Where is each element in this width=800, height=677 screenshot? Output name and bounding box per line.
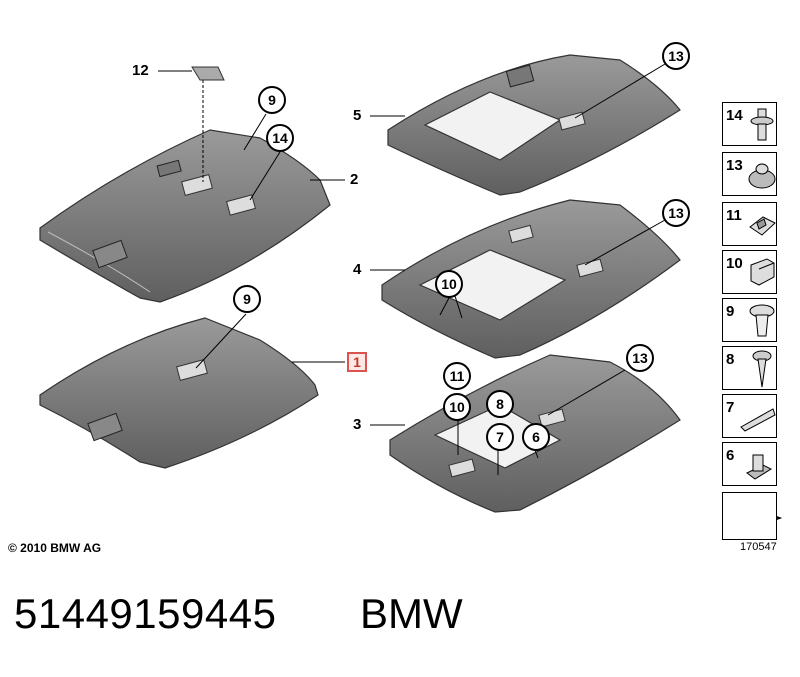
bracket-clip-icon [750, 258, 775, 286]
legend-view-direction [722, 492, 777, 540]
legend-item-14: 14 [722, 102, 777, 146]
legend-number: 8 [726, 351, 735, 368]
callout-5: 5 [353, 107, 362, 124]
spring-nut-icon [749, 216, 776, 236]
callout-8: 8 [486, 390, 514, 418]
clip-12-part [191, 66, 225, 81]
legend-number: 6 [726, 447, 735, 464]
legend-item-7: 7 [722, 394, 777, 438]
part-number: 51449159445 [14, 590, 277, 637]
push-rivet-icon [750, 108, 774, 141]
clamp-clip-icon [746, 454, 773, 480]
callout-10-middle: 10 [435, 270, 463, 298]
legend-item-10: 10 [722, 250, 777, 294]
legend-item-13: 13 [722, 152, 777, 196]
headliner-2 [39, 129, 331, 303]
callout-4: 4 [353, 261, 362, 278]
callout-12: 12 [132, 62, 149, 79]
callout-13-top: 13 [662, 42, 690, 70]
legend-number: 10 [726, 255, 743, 272]
callout-1-highlighted: 1 [347, 352, 367, 372]
expanding-rivet-icon [749, 304, 775, 337]
callout-10-lower: 10 [443, 393, 471, 421]
callout-11: 11 [443, 362, 471, 390]
legend-item-8: 8 [722, 346, 777, 390]
legend-number: 7 [726, 399, 735, 416]
copyright-text: © 2010 BMW AG [8, 541, 102, 555]
screw-icon [752, 350, 772, 388]
callout-14: 14 [266, 124, 294, 152]
callout-2: 2 [350, 171, 359, 188]
strip-bracket-icon [740, 408, 776, 432]
callout-13-middle: 13 [662, 199, 690, 227]
legend-number: 11 [726, 207, 742, 224]
brand-name: BMW [360, 590, 463, 637]
legend-number: 9 [726, 303, 735, 320]
headliner-4 [381, 199, 681, 359]
headliner-1 [39, 317, 319, 469]
legend-number: 14 [726, 107, 743, 124]
leader-lines [158, 63, 666, 475]
callout-9-lower: 9 [233, 285, 261, 313]
callout-9-top: 9 [258, 86, 286, 114]
legend-item-11: 11 [722, 202, 777, 246]
headliner-5 [387, 54, 681, 196]
legend-item-6: 6 [722, 442, 777, 486]
legend-item-9: 9 [722, 298, 777, 342]
image-code: 170547 [740, 541, 777, 553]
callout-13-lower: 13 [626, 344, 654, 372]
callout-3: 3 [353, 416, 362, 433]
callout-7: 7 [486, 423, 514, 451]
round-clip-icon [748, 163, 776, 189]
legend-number: 13 [726, 157, 743, 174]
callout-6: 6 [522, 423, 550, 451]
